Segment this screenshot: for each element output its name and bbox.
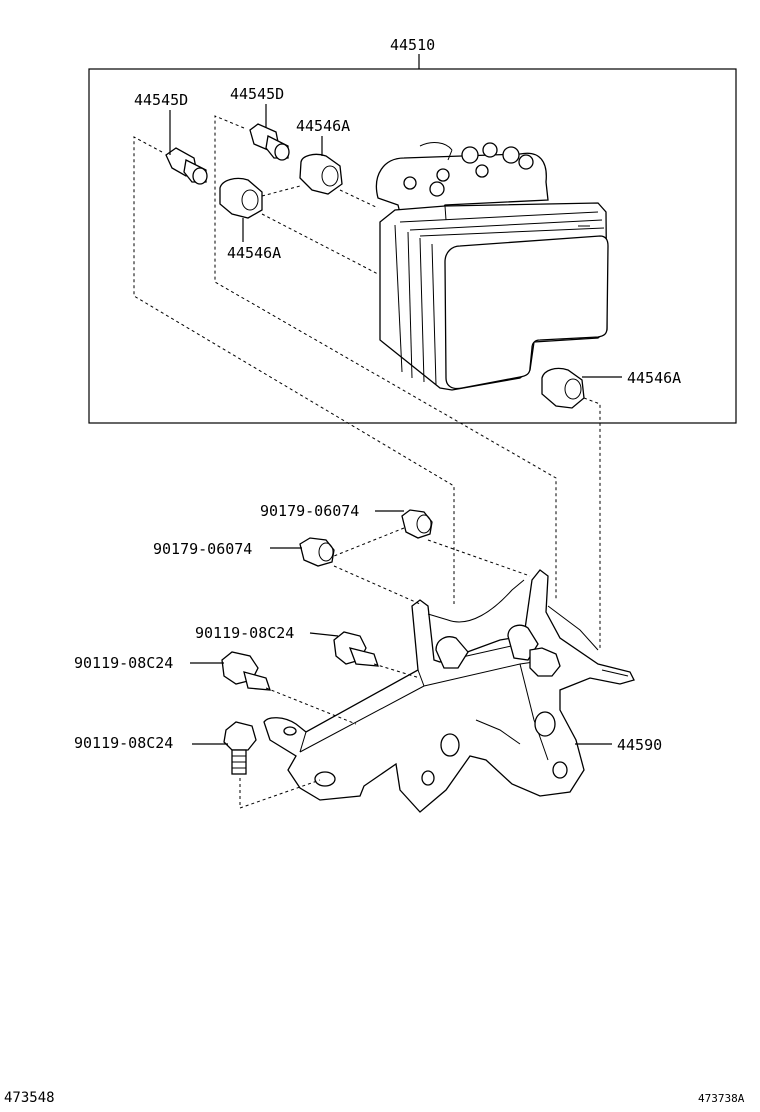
assembly-group: 44510 (88, 36, 737, 424)
label-44546a-lower[interactable]: 44546A (627, 369, 681, 387)
label-90119-left[interactable]: 90119-08C24 (74, 654, 173, 672)
cushion-upper[interactable]: 44546A (296, 117, 350, 195)
guide-lines (133, 115, 601, 809)
assembly-frame (88, 68, 737, 424)
label-44510[interactable]: 44510 (390, 36, 435, 54)
stud-bolt-right[interactable]: 44545D (230, 85, 290, 161)
label-90179-upper[interactable]: 90179-06074 (260, 502, 359, 520)
abs-actuator[interactable] (375, 142, 609, 391)
label-44545d-right[interactable]: 44545D (230, 85, 284, 103)
label-90119-middle[interactable]: 90119-08C24 (195, 624, 294, 642)
bracket[interactable]: 44590 (263, 569, 662, 813)
cushion-lower[interactable]: 44546A (541, 367, 681, 409)
stud-bolt-left[interactable]: 44545D (134, 91, 208, 185)
footer-left-code: 473548 (4, 1090, 55, 1106)
nut-lower[interactable]: 90179-06074 (153, 537, 335, 567)
label-90119-bottom[interactable]: 90119-08C24 (74, 734, 173, 752)
label-44590[interactable]: 44590 (617, 736, 662, 754)
bolt-bottom[interactable]: 90119-08C24 (74, 721, 257, 775)
label-90179-lower[interactable]: 90179-06074 (153, 540, 252, 558)
label-44546a-upper[interactable]: 44546A (296, 117, 350, 135)
bolt-middle[interactable]: 90119-08C24 (195, 624, 379, 667)
footer-right-code: 473738A (698, 1092, 745, 1105)
label-44545d-left[interactable]: 44545D (134, 91, 188, 109)
bolt-left[interactable]: 90119-08C24 (74, 651, 271, 691)
nut-upper[interactable]: 90179-06074 (260, 502, 433, 539)
cushion-middle[interactable]: 44546A (219, 177, 281, 262)
label-44546a-middle[interactable]: 44546A (227, 244, 281, 262)
